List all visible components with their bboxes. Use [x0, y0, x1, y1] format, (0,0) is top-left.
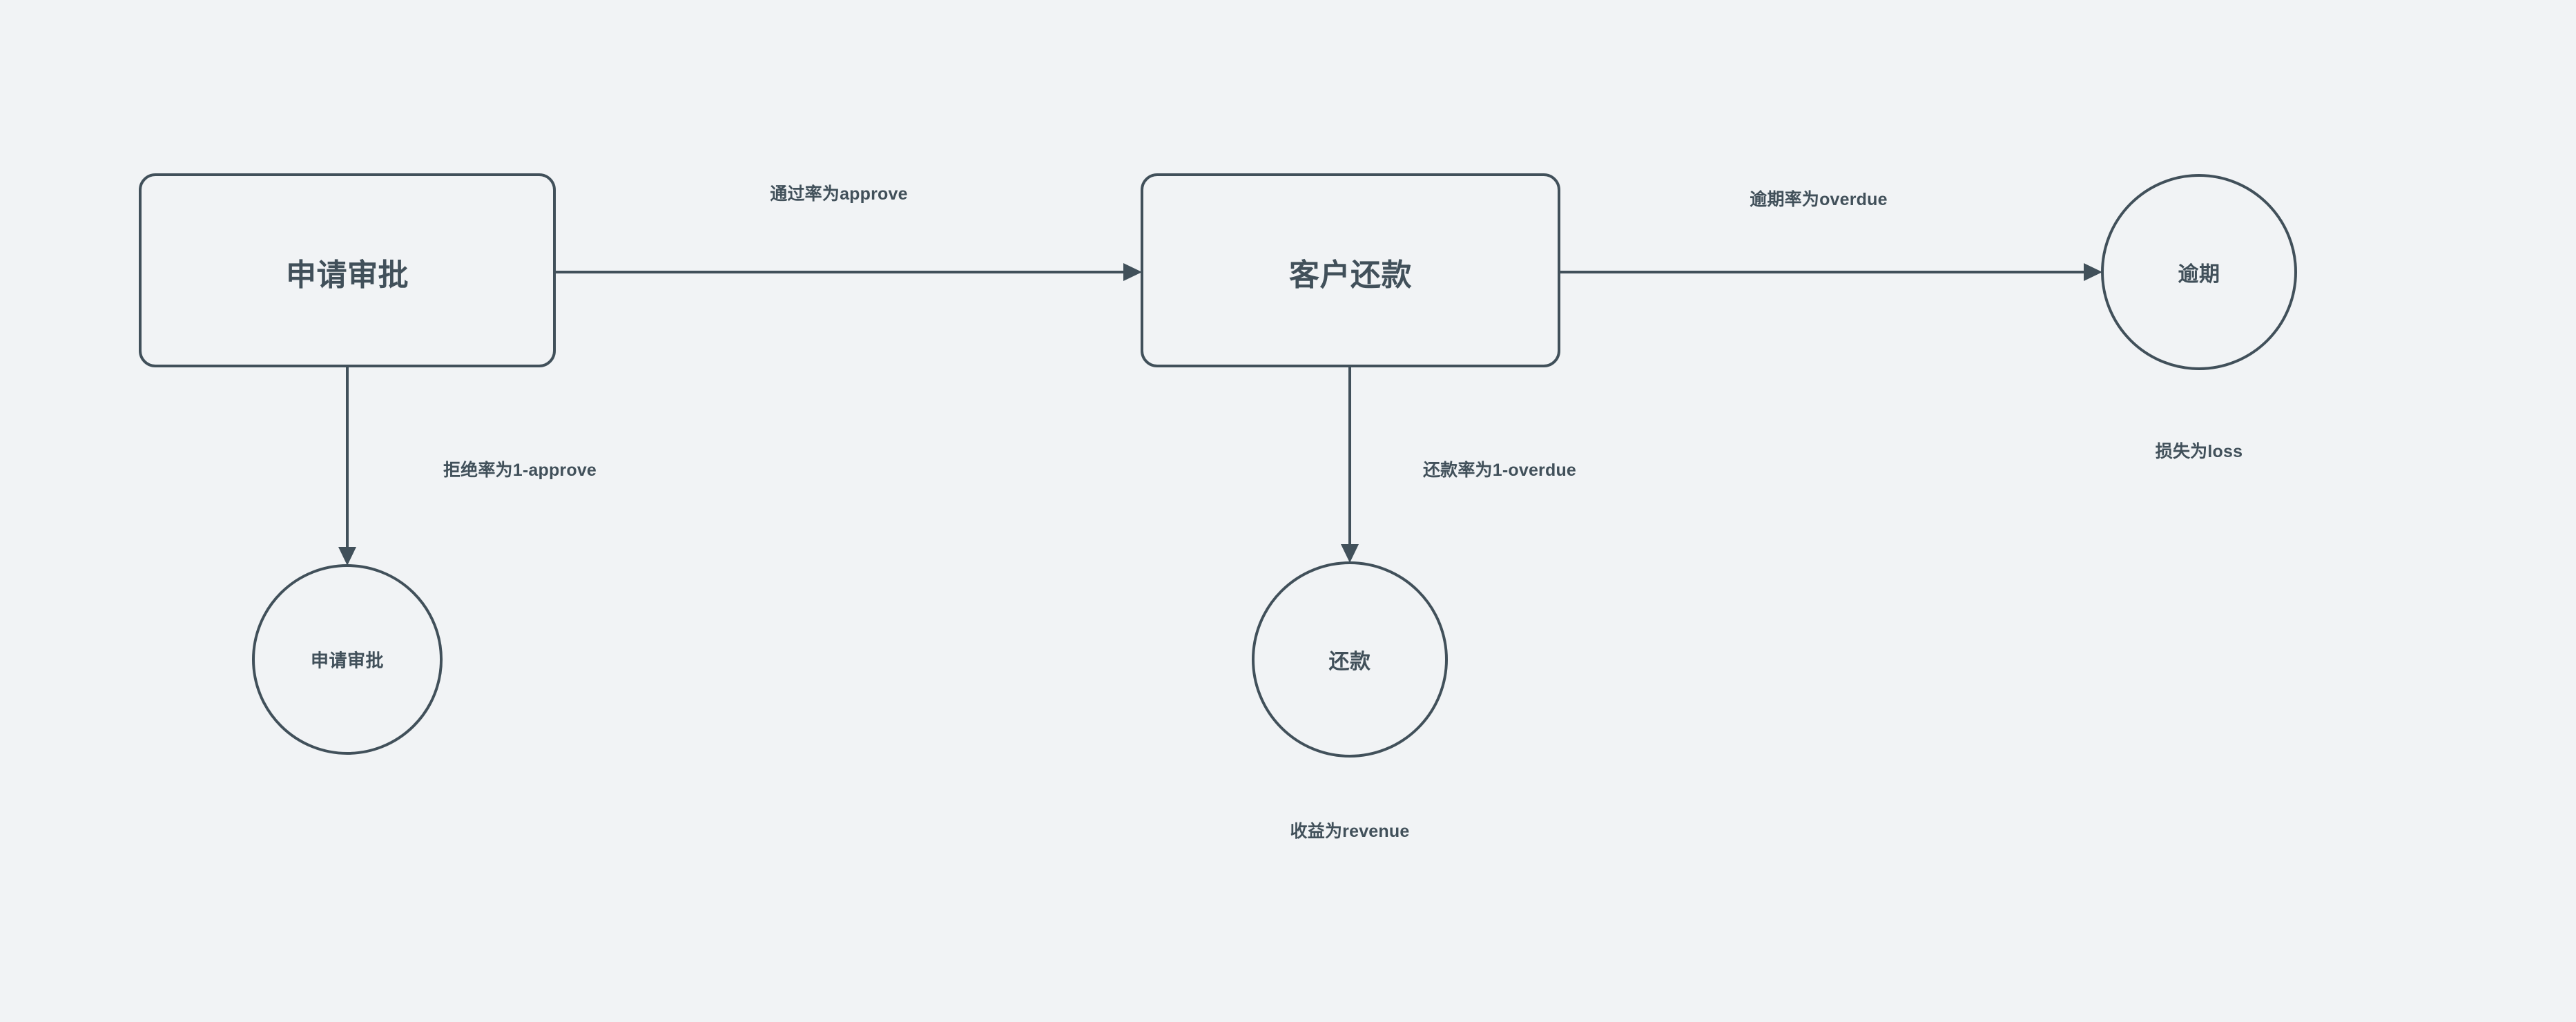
caption-label-revenue: 收益为revenue [1290, 822, 1410, 841]
node-label-repay-outcome: 还款 [1328, 650, 1371, 673]
caption-label-loss: 损失为loss [2155, 442, 2243, 461]
edge-arrowhead-overdue [2084, 263, 2102, 281]
edge-label-repay: 还款率为1-overdue [1422, 461, 1577, 480]
node-label-apply-review: 申请审批 [286, 258, 409, 292]
edge-label-reject: 拒绝率为1-approve [443, 461, 597, 480]
edge-arrowhead-reject [338, 547, 356, 566]
node-label-customer-repay: 客户还款 [1289, 258, 1412, 292]
node-label-overdue-outcome: 逾期 [2178, 263, 2220, 286]
edge-arrowhead-approve [1123, 263, 1142, 281]
edge-arrowhead-repay [1341, 544, 1359, 563]
edge-label-approve: 通过率为approve [770, 184, 908, 204]
edge-label-overdue: 逾期率为overdue [1750, 190, 1888, 209]
node-label-reject-outcome: 申请审批 [310, 650, 385, 671]
